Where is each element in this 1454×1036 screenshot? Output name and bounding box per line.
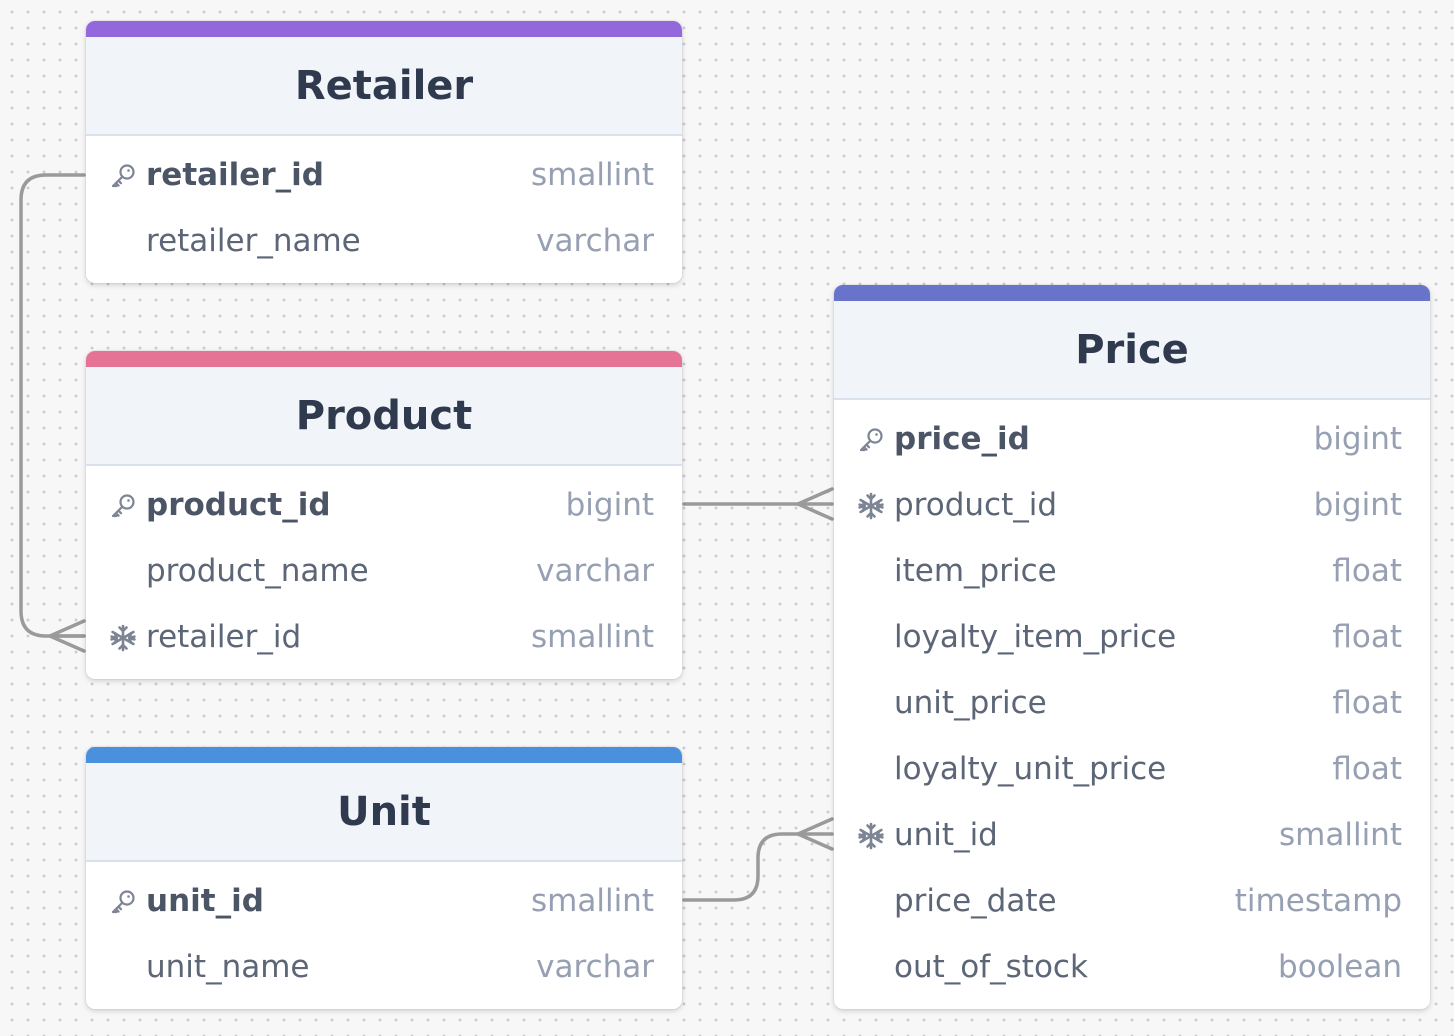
column-name: price_id — [894, 421, 1030, 457]
column-type: bigint — [565, 487, 654, 523]
column-row-price-id[interactable]: price_id bigint — [834, 406, 1430, 472]
column-name: unit_id — [894, 817, 998, 853]
table-title[interactable]: Unit — [86, 763, 682, 862]
edge-retailer-product[interactable] — [19, 173, 86, 638]
column-type: float — [1332, 685, 1402, 721]
column-type: smallint — [531, 619, 654, 655]
edge-unit-price[interactable] — [682, 832, 834, 902]
column-type: float — [1332, 751, 1402, 787]
column-type: boolean — [1278, 949, 1402, 985]
crowfoot-price-unit — [796, 817, 834, 851]
column-row-product-name[interactable]: product_name varchar — [86, 538, 682, 604]
table-unit[interactable]: Unit unit_id smallint unit_name varchar — [86, 747, 682, 1009]
column-row-unit-price[interactable]: unit_price float — [834, 670, 1430, 736]
column-name: retailer_id — [146, 157, 324, 193]
snowflake-icon — [856, 822, 886, 850]
column-type: varchar — [536, 949, 654, 985]
column-row-unit-id[interactable]: unit_id smallint — [834, 802, 1430, 868]
column-type: varchar — [536, 553, 654, 589]
column-name: product_id — [146, 487, 331, 523]
column-name: item_price — [894, 553, 1057, 589]
column-name: unit_name — [146, 949, 310, 985]
column-name: price_date — [894, 883, 1057, 919]
column-row-unit-id[interactable]: unit_id smallint — [86, 868, 682, 934]
column-name: loyalty_item_price — [894, 619, 1177, 655]
column-row-retailer-id[interactable]: retailer_id smallint — [86, 142, 682, 208]
column-type: timestamp — [1234, 883, 1402, 919]
column-type: smallint — [1279, 817, 1402, 853]
column-type: float — [1332, 619, 1402, 655]
column-row-out-of-stock[interactable]: out_of_stock boolean — [834, 934, 1430, 1000]
table-color-bar — [86, 21, 682, 37]
snowflake-icon — [856, 492, 886, 520]
column-row-loyalty-item-price[interactable]: loyalty_item_price float — [834, 604, 1430, 670]
column-name: product_name — [146, 553, 369, 589]
table-title[interactable]: Product — [86, 367, 682, 466]
column-row-product-id[interactable]: product_id bigint — [834, 472, 1430, 538]
column-row-product-id[interactable]: product_id bigint — [86, 472, 682, 538]
column-type: smallint — [531, 883, 654, 919]
crowfoot-product-retailer — [48, 619, 86, 653]
column-type: bigint — [1313, 487, 1402, 523]
column-name: product_id — [894, 487, 1058, 523]
table-product[interactable]: Product product_id bigint product_name varc… — [86, 351, 682, 679]
column-row-loyalty-unit-price[interactable]: loyalty_unit_price float — [834, 736, 1430, 802]
column-type: smallint — [531, 157, 654, 193]
column-name: loyalty_unit_price — [894, 751, 1167, 787]
column-row-retailer-name[interactable]: retailer_name varchar — [86, 208, 682, 274]
table-color-bar — [86, 351, 682, 367]
table-color-bar — [834, 285, 1430, 301]
key-icon — [108, 888, 138, 916]
table-color-bar — [86, 747, 682, 763]
table-title[interactable]: Retailer — [86, 37, 682, 136]
table-retailer[interactable]: Retailer retailer_id smallint retailer_nam… — [86, 21, 682, 283]
column-type: bigint — [1313, 421, 1402, 457]
column-name: unit_id — [146, 883, 264, 919]
column-name: out_of_stock — [894, 949, 1088, 985]
crowfoot-price-product — [796, 487, 834, 521]
column-row-retailer-id[interactable]: retailer_id smallint — [86, 604, 682, 670]
table-title[interactable]: Price — [834, 301, 1430, 400]
column-row-unit-name[interactable]: unit_name varchar — [86, 934, 682, 1000]
column-name: unit_price — [894, 685, 1047, 721]
key-icon — [856, 426, 886, 454]
snowflake-icon — [108, 624, 138, 652]
key-icon — [108, 492, 138, 520]
column-row-item-price[interactable]: item_price float — [834, 538, 1430, 604]
column-name: retailer_name — [146, 223, 361, 259]
column-type: float — [1332, 553, 1402, 589]
key-icon — [108, 162, 138, 190]
column-name: retailer_id — [146, 619, 302, 655]
column-type: varchar — [536, 223, 654, 259]
column-row-price-date[interactable]: price_date timestamp — [834, 868, 1430, 934]
